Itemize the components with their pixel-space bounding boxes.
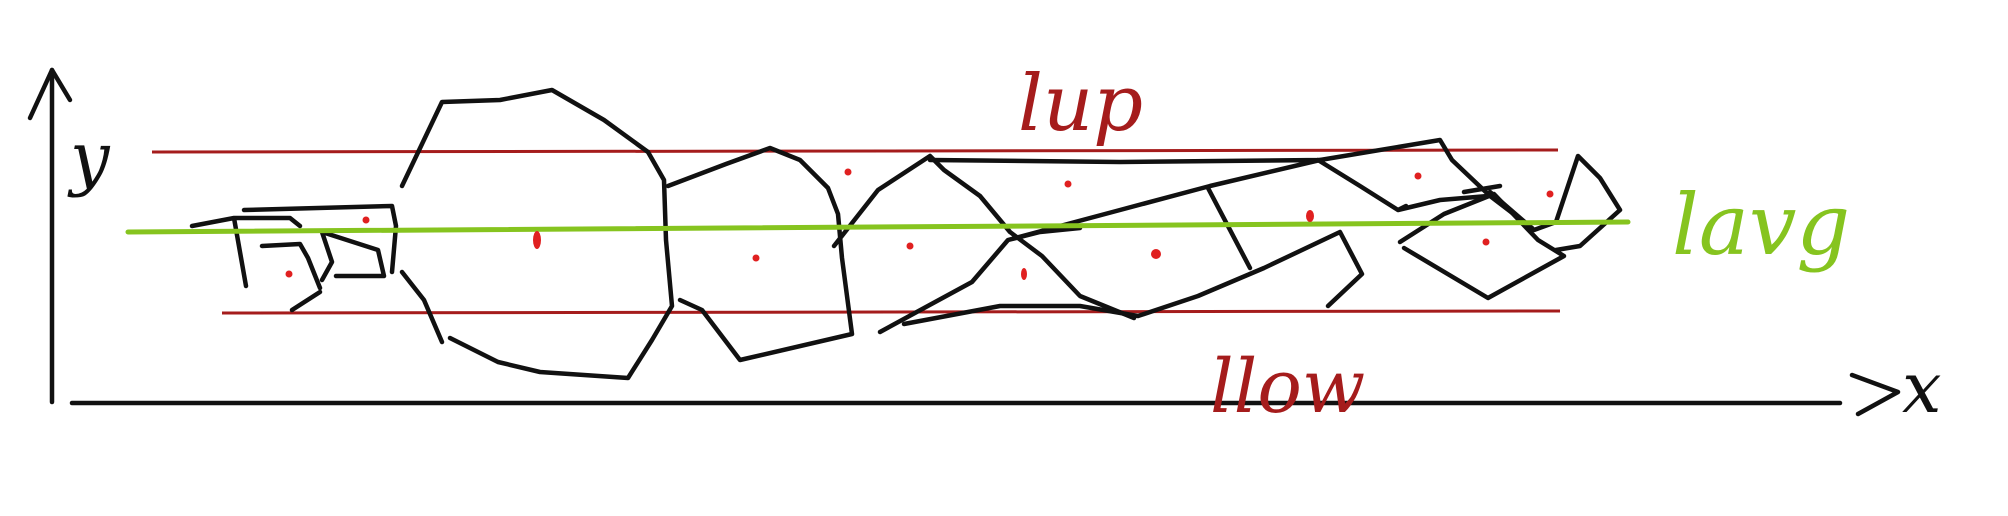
tessellation-polygons [192, 90, 1620, 378]
dot [1151, 249, 1161, 259]
polygon-far-right [1490, 156, 1620, 250]
x-axis-label: x [1902, 347, 1941, 429]
dot [1065, 181, 1072, 188]
dot [363, 217, 370, 224]
dot [845, 169, 852, 176]
polygon-mid-2 [834, 156, 1134, 318]
polygon-mid-1 [668, 148, 852, 360]
axes: y x [30, 70, 1941, 429]
dot [753, 255, 760, 262]
dot [286, 271, 293, 278]
dot [533, 231, 541, 249]
dot [1547, 191, 1554, 198]
lower-line-label: llow [1210, 344, 1365, 430]
x-axis-arrow-icon [1852, 375, 1898, 414]
polygon-small-left-2 [244, 206, 396, 310]
dot [1306, 210, 1314, 222]
lower-line [222, 311, 1560, 313]
upper-line [152, 150, 1558, 152]
dot [1483, 239, 1490, 246]
average-line [128, 222, 1628, 232]
upper-line-label: lup [1018, 59, 1143, 149]
dot [1021, 268, 1027, 280]
dot [1415, 173, 1422, 180]
dot [907, 243, 914, 250]
y-axis-label: y [67, 117, 111, 199]
average-line-label: lavg [1672, 176, 1850, 274]
